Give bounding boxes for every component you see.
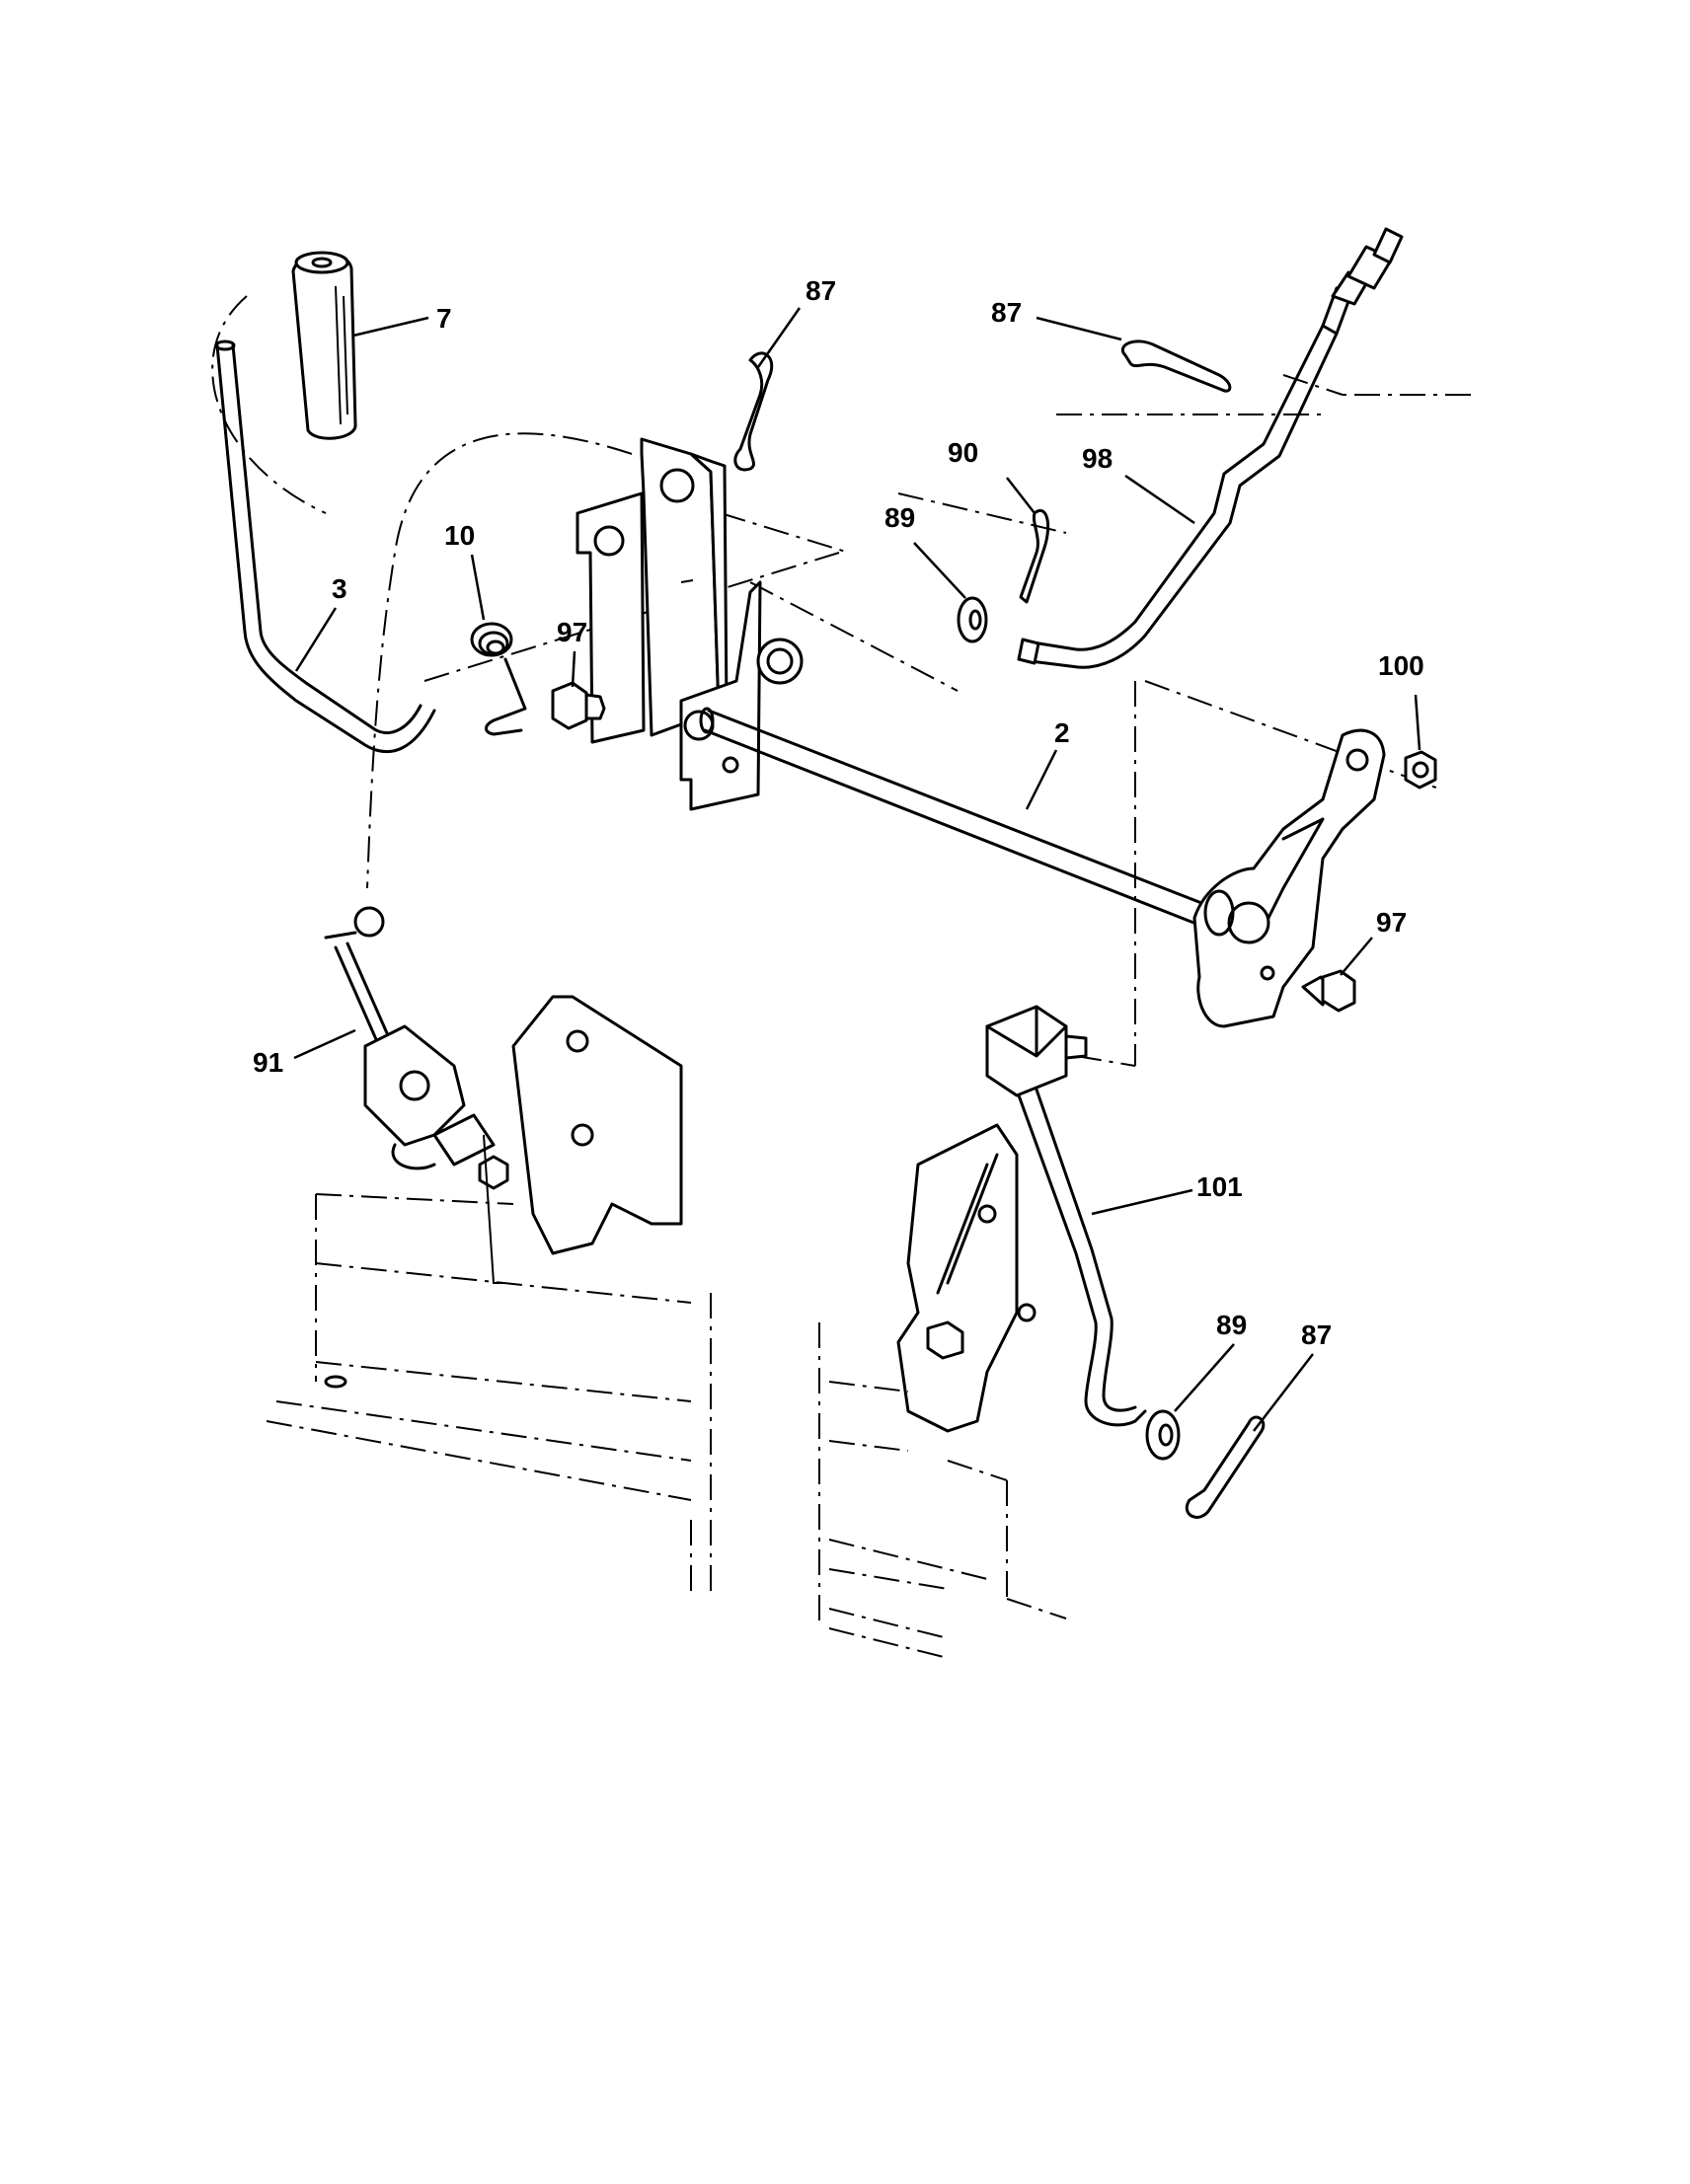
- callout-90: 90: [948, 437, 978, 468]
- callout-7: 7: [436, 303, 452, 334]
- lift-handle-rod-part-3: [214, 339, 436, 754]
- callout-97-right: 97: [1376, 907, 1407, 938]
- lift-arm-plate: [1192, 728, 1386, 1028]
- callout-labels: 7 3 10 87 87 90 98 89 97 100 2 97 91 101…: [253, 275, 1424, 1350]
- callout-101: 101: [1196, 1171, 1243, 1202]
- left-deck-outline: [266, 1193, 712, 1599]
- pivot-bracket: [576, 437, 729, 744]
- callout-98: 98: [1082, 443, 1113, 474]
- leader-lines: [293, 307, 1421, 1432]
- callout-91: 91: [253, 1047, 283, 1078]
- torsion-spring-part-10: [470, 622, 527, 736]
- shoulder-bolt-part-97-right: [1301, 969, 1356, 1013]
- callout-87-top: 87: [806, 275, 836, 306]
- hand-grip-part-7: [291, 251, 357, 440]
- callout-87-lower: 87: [1301, 1319, 1332, 1350]
- hex-nut-part-100: [1404, 750, 1437, 790]
- right-deck-outline: [818, 1322, 1067, 1659]
- callout-97-left: 97: [557, 617, 587, 647]
- callout-89-upper: 89: [884, 502, 915, 533]
- callout-10: 10: [444, 520, 475, 551]
- callout-2: 2: [1054, 717, 1070, 748]
- callout-100: 100: [1378, 650, 1424, 681]
- hairpin-clip-part-87-top: [733, 351, 774, 472]
- callout-87-right: 87: [991, 297, 1022, 328]
- left-deck-bracket: [478, 995, 683, 1284]
- shoulder-bolt-part-97-left: [551, 681, 606, 730]
- hairpin-clip-part-87-lower: [1186, 1415, 1266, 1519]
- right-deck-bracket: [896, 1123, 1037, 1433]
- adjustment-rod-part-98: [1017, 227, 1404, 669]
- hairpin-clip-part-87-right: [1121, 339, 1232, 393]
- hairpin-clip-part-90: [1019, 509, 1050, 604]
- lift-shaft-part-2: [699, 707, 1216, 930]
- link-rod-part-101: [985, 1005, 1147, 1427]
- callout-3: 3: [332, 573, 347, 604]
- washer-part-89-upper: [957, 596, 988, 643]
- link-rod-part-91: [324, 906, 496, 1170]
- washer-part-89-lower: [1145, 1409, 1181, 1461]
- callout-89-lower: 89: [1216, 1310, 1247, 1340]
